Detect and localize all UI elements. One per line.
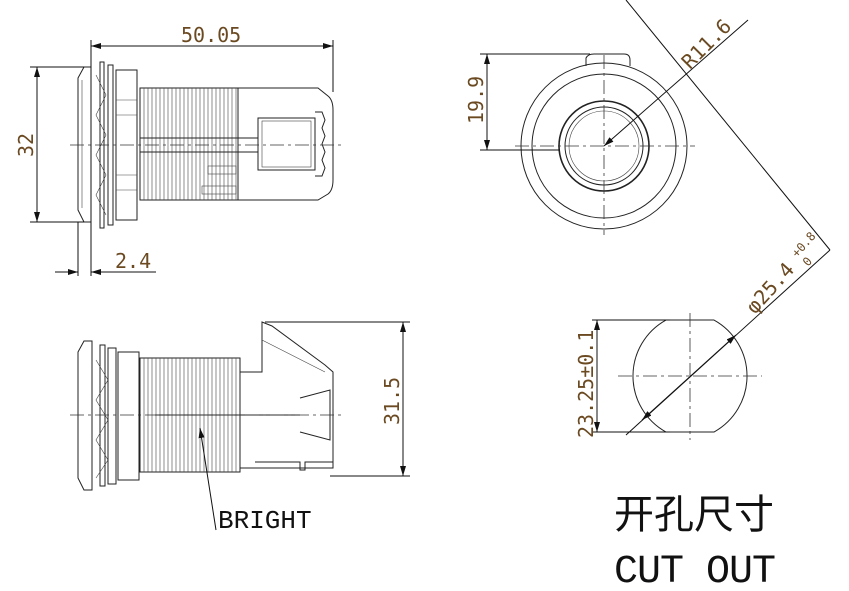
- dim-cutout-diameter: φ25.4: [741, 258, 799, 319]
- dim-cutout-tol-lower: 0: [800, 254, 815, 269]
- dim-overall-length: 50.05: [181, 23, 241, 47]
- dim-cutout-flat: 23.25±0.1: [574, 330, 598, 438]
- cutout-title-cn: 开孔尺寸: [614, 492, 774, 538]
- dim-side-height: 31.5: [380, 377, 404, 425]
- thread-lines: [143, 88, 237, 200]
- finish-label: BRIGHT: [218, 506, 312, 536]
- dim-bezel-diameter: 32: [14, 133, 38, 157]
- front-side-view: 50.05 32 2.4: [14, 23, 345, 276]
- cutout-view: 23.25±0.1 φ25.4 +0.8 0 开孔尺寸 CUT OUT: [574, 0, 831, 591]
- dim-bezel-thickness: 2.4: [115, 249, 151, 273]
- dim-radius: R11.6: [677, 14, 737, 74]
- front-view: R11.6 19.9: [464, 14, 749, 235]
- dim-tab-height: 19.9: [464, 76, 488, 124]
- cutout-title-en: CUT OUT: [614, 550, 776, 591]
- side-view: 31.5 BRIGHT: [70, 321, 410, 536]
